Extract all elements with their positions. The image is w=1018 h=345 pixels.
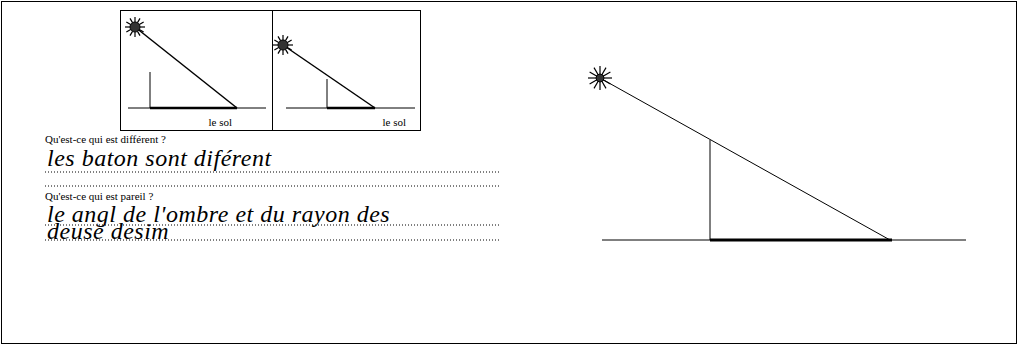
- small-figure-2: [283, 45, 415, 108]
- ground-label: le sol: [382, 116, 406, 128]
- handwritten-answer: le angl de l'ombre et du rayon des deuse…: [47, 206, 419, 240]
- question-text: Qu'est-ce qui est différent ?: [45, 133, 166, 145]
- figure-panel: le sol: [272, 10, 421, 131]
- sun-symbol: [588, 66, 612, 90]
- answer-lines: [45, 172, 500, 240]
- ground-label: le sol: [208, 116, 232, 128]
- sun-symbol: [125, 17, 145, 37]
- small-figure-1: [128, 27, 266, 108]
- question-text: Qu'est-ce qui est pareil ?: [45, 190, 153, 202]
- handwritten-answer: les baton sont diférent: [47, 150, 497, 167]
- sun-symbol: [273, 35, 293, 55]
- figure-panel: le sol: [120, 10, 273, 131]
- student-drawing: [600, 78, 966, 240]
